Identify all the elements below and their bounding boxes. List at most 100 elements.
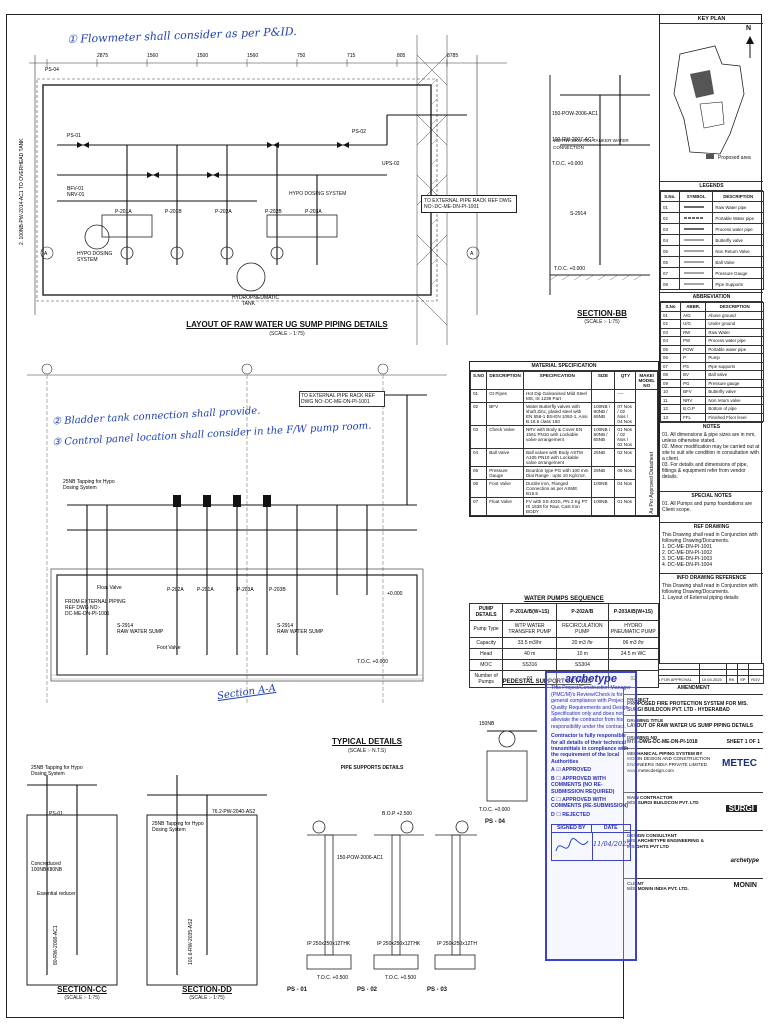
amendment-title: AMENDMENT xyxy=(624,684,763,695)
svg-text:PS-02: PS-02 xyxy=(352,129,366,135)
svg-text:P-203B: P-203B xyxy=(269,587,286,593)
monin-logo: MONIN xyxy=(733,881,757,889)
svg-text:S-2914: S-2914 xyxy=(277,623,293,629)
svg-text:2. 100NB-PW-2014-AC1 TO OVERHE: 2. 100NB-PW-2014-AC1 TO OVERHEAD TANK xyxy=(19,138,25,245)
svg-text:T.O.C. +0.500: T.O.C. +0.500 xyxy=(317,975,348,981)
section-aa-rack-note: TO EXTERNAL PIPE RACK REF DWG NO:-DC-ME-… xyxy=(299,391,385,407)
svg-text:101.6-RW-2035-AS2: 101.6-RW-2035-AS2 xyxy=(188,919,194,965)
svg-text:750: 750 xyxy=(297,53,306,59)
pump-cell: Capacity xyxy=(468,637,504,649)
svg-text:A: A xyxy=(470,251,474,257)
abbr-cell: A/G xyxy=(680,310,707,320)
legend-col-sno: S.No. xyxy=(660,191,680,202)
main-contractor-name: M/S. SURGI BUILDCON PVT. LTD xyxy=(627,800,699,806)
legend-desc: Raw Water pipe xyxy=(712,201,764,213)
pumps-title: WATER PUMPS SEQUENCE xyxy=(524,596,604,602)
pump-cell: 06 m3 /hr xyxy=(607,637,660,649)
approval-stamp: archetype This Project/Construction Mana… xyxy=(545,671,637,961)
svg-text:S-2914: S-2914 xyxy=(117,623,133,629)
ref-item: 2. DC-ME-DN-PI-1002 xyxy=(662,550,713,556)
abbr-cell: Ball valve xyxy=(705,370,764,380)
make-note: As Per Approved Datasheet xyxy=(649,452,655,514)
spec-cell: 25NB xyxy=(590,448,616,467)
typical-details-title: TYPICAL DETAILS xyxy=(332,737,402,746)
svg-text:FROM EXTERNAL PIPING: FROM EXTERNAL PIPING xyxy=(65,599,126,605)
abbr-cell: PG xyxy=(680,378,707,388)
surgi-logo: SURGI xyxy=(725,804,757,813)
pump-cell: WTP WATER TRANSFER PUMP xyxy=(502,620,558,638)
pump-cell: HYDRO PNEUMATIC PUMP xyxy=(607,620,660,638)
spec-cell: 100NB xyxy=(590,497,616,516)
abbr-cell: Pipe supports xyxy=(705,361,764,371)
legend-desc: Butterfly valve xyxy=(712,234,764,246)
abbr-cell: B.O.P xyxy=(680,404,707,414)
pump-cell: 24.5 m WC xyxy=(607,648,660,660)
archetype-logo: archetype xyxy=(730,857,759,864)
ref-drawing-list: This Drawing shall read in Conjunction w… xyxy=(660,531,763,569)
svg-text:Float Valve: Float Valve xyxy=(97,585,122,591)
drawing-title: LAYOUT OF RAW WATER UG SUMP PIPING DETAI… xyxy=(627,722,753,729)
svg-text:150-POW-2006-AC1: 150-POW-2006-AC1 xyxy=(552,111,598,117)
legend-sno: 05 xyxy=(660,245,680,257)
pump-cell: Number of Pumps xyxy=(468,670,504,688)
spec-cell: Bourdon type PG with 100 mm Dial Range :… xyxy=(522,466,592,480)
designer-name: MONIN DESIGN AND CONSTRUCTION ENGINEERS … xyxy=(627,756,711,767)
svg-text:100-RW-2007-AC1: 100-RW-2007-AC1 xyxy=(552,137,595,143)
legend-symbol xyxy=(678,234,714,246)
abbr-cell: P xyxy=(680,353,707,363)
ref-item: 3. DC-ME-DN-PI-1003 xyxy=(662,556,713,562)
pedestal-drawing: 150NB T.O.C. +0.000 xyxy=(479,721,537,813)
stamp-approved-with-comments: B ☐ APPROVED WITH COMMENTS (NO RE-SUBMIS… xyxy=(551,775,615,795)
svg-text:100NBX80NB: 100NBX80NB xyxy=(31,867,63,873)
key-plan-map xyxy=(673,36,754,159)
north-arrow-label: N xyxy=(746,25,752,32)
material-spec-panel: MATERIAL SPECIFICATION S.NO DESCRIPTION … xyxy=(469,361,659,517)
note-item: 03. For details and dimensions of pipe, … xyxy=(662,462,748,480)
section-dd-scale: (SCALE :- 1:75) xyxy=(189,995,225,1001)
spec-cell: 06 xyxy=(469,479,488,498)
abbr-cell: Process water pipe xyxy=(705,336,764,346)
section-bb-scale: (SCALE :- 1:75) xyxy=(584,319,620,325)
spec-cell xyxy=(590,389,616,403)
client-block: CLIENT M/S. MONIN INDIA PVT. LTD. MONIN xyxy=(624,879,763,919)
spec-cell: 100NB / 80NB / 65NB xyxy=(590,425,616,449)
notes-title: NOTES xyxy=(660,422,763,431)
svg-text:Dosing System: Dosing System xyxy=(63,485,97,491)
legend-symbol-icon xyxy=(683,239,704,240)
spec-cell: 01 xyxy=(469,389,488,403)
svg-text:Essential reducer: Essential reducer xyxy=(37,891,76,897)
spec-col-size: SIZE xyxy=(590,371,616,390)
svg-text:P-201A: P-201A xyxy=(115,209,132,215)
title-block: 01 SUBMITTED FOR APPROVAL 10.04.2025 RK … xyxy=(623,663,764,1019)
project-block: PROJECT PROPOSED FIRE PROTECTION SYSTEM … xyxy=(624,695,763,717)
plan-hypo-callout: HYPO DOSING SYSTEM xyxy=(289,191,347,197)
drawing-no: MTE-DWG-DC-ME-DN-PI-1018 xyxy=(627,739,698,746)
pump-cell: MOC xyxy=(468,659,504,671)
stamp-signature xyxy=(552,832,593,860)
abbr-col-desc: DESCRIPTION xyxy=(705,302,764,312)
pump-cell xyxy=(607,659,660,671)
spec-cell: Ball valves with Body ASTM A105 PN10 wit… xyxy=(522,448,592,467)
spec-cell: Hot Dip Galvanised Mild Steel MS, IS 123… xyxy=(522,389,592,403)
spec-cell: ---- xyxy=(614,389,637,403)
legend-sno: 02 xyxy=(660,212,680,224)
svg-text:IP 250x250x12THK: IP 250x250x12THK xyxy=(307,941,351,947)
stamp-resubmission: C ☐ APPROVED WITH COMMENTS (RE-SUBMISSIO… xyxy=(551,796,628,810)
svg-text:715: 715 xyxy=(347,53,356,59)
svg-text:REF DWG NO:-: REF DWG NO:- xyxy=(65,605,101,611)
legend-symbol-icon xyxy=(683,227,704,230)
